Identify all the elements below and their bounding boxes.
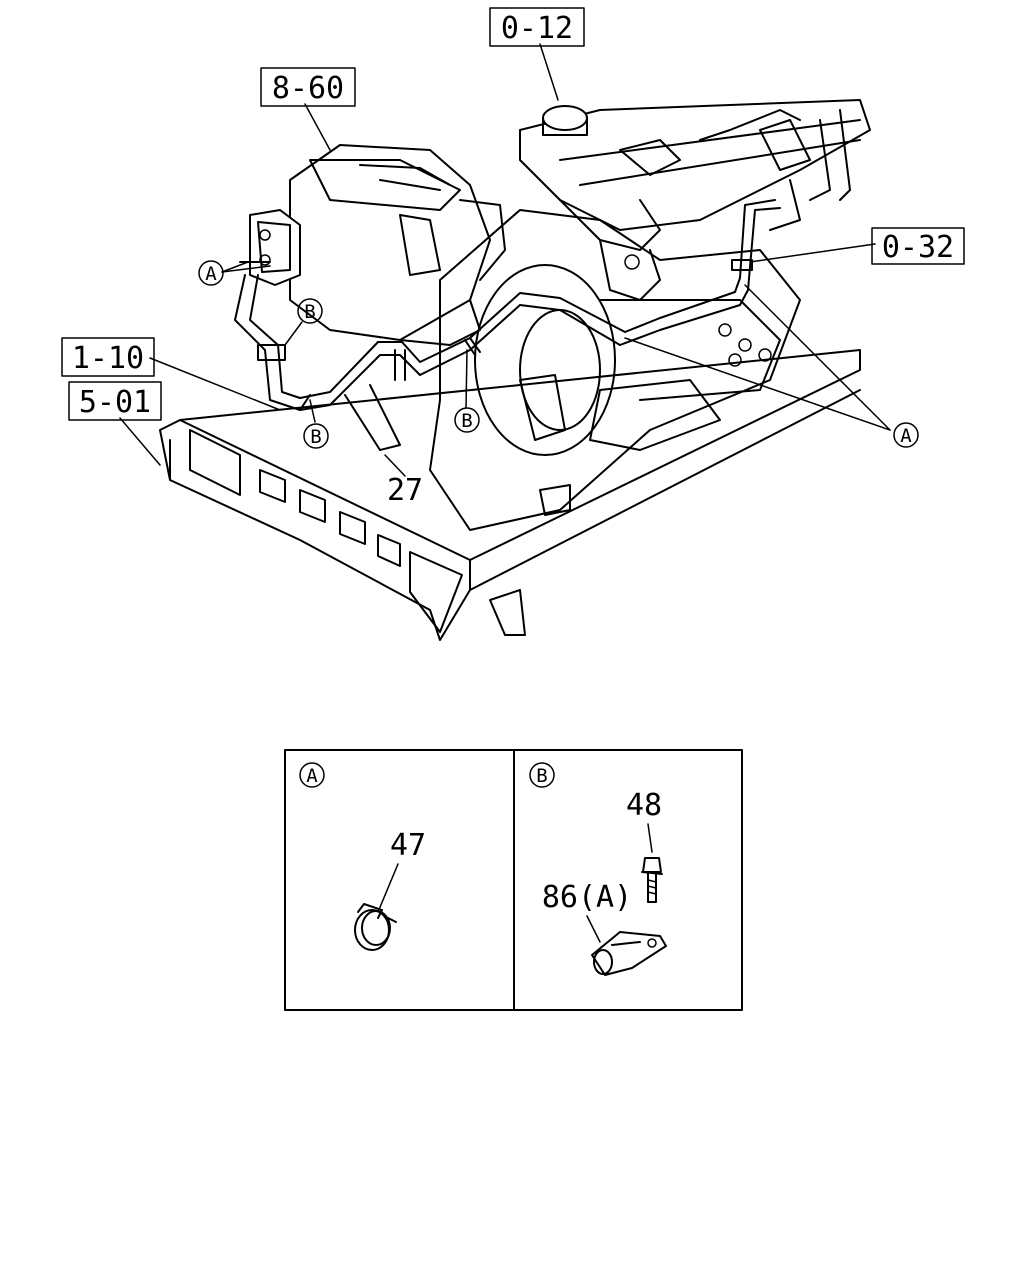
reference-box-5-01[interactable]: 5-01	[68, 381, 162, 421]
detail-b-panel: B 48 86(A)	[529, 762, 667, 976]
marker-b-upper[interactable]: B	[297, 298, 323, 324]
engine-top	[519, 99, 871, 301]
frame-crossmember	[159, 349, 861, 641]
marker-a-left-label: A	[205, 263, 217, 285]
hose-clamp-47[interactable]	[354, 903, 397, 951]
marker-a-right-label: A	[900, 425, 912, 447]
marker-b-center-label: B	[461, 410, 472, 432]
reference-label-0-12: 0-12	[501, 11, 573, 46]
marker-b-lower-label: B	[310, 426, 321, 448]
reference-label-1-10: 1-10	[72, 341, 144, 376]
marker-a-right[interactable]: A	[893, 422, 919, 448]
detail-b-marker-label: B	[536, 765, 547, 787]
bolt-48[interactable]	[641, 857, 663, 903]
heater-unit	[249, 144, 506, 346]
part-number-86a[interactable]: 86(A)	[542, 880, 632, 915]
heater-hoses	[234, 199, 781, 451]
engine-block	[429, 209, 801, 531]
marker-b-upper-label: B	[304, 301, 315, 323]
detail-a-marker: A	[299, 762, 325, 788]
part-number-27[interactable]: 27	[387, 473, 423, 508]
clip-86a[interactable]	[591, 931, 667, 976]
reference-label-8-60: 8-60	[272, 71, 344, 106]
reference-label-0-32: 0-32	[882, 230, 954, 265]
reference-label-5-01: 5-01	[79, 385, 151, 420]
detail-a-marker-label: A	[306, 765, 318, 787]
reference-box-0-32[interactable]: 0-32	[871, 227, 965, 265]
reference-box-8-60[interactable]: 8-60	[260, 67, 356, 107]
detail-b-marker: B	[529, 762, 555, 788]
part-number-48[interactable]: 48	[626, 788, 662, 823]
reference-box-1-10[interactable]: 1-10	[61, 337, 155, 377]
part-number-47[interactable]: 47	[390, 828, 426, 863]
marker-b-lower[interactable]: B	[303, 423, 329, 449]
marker-b-center[interactable]: B	[454, 407, 480, 433]
detail-panels: A 47 B 48 86(A	[284, 749, 743, 1011]
leader-lines	[119, 43, 891, 477]
detail-a-panel: A 47	[299, 762, 426, 951]
marker-a-left[interactable]: A	[198, 260, 224, 286]
reference-box-0-12[interactable]: 0-12	[489, 7, 585, 47]
engine-assembly-illustration: 0-12 8-60 1-10 5-01 0-32 A A B	[61, 7, 965, 641]
